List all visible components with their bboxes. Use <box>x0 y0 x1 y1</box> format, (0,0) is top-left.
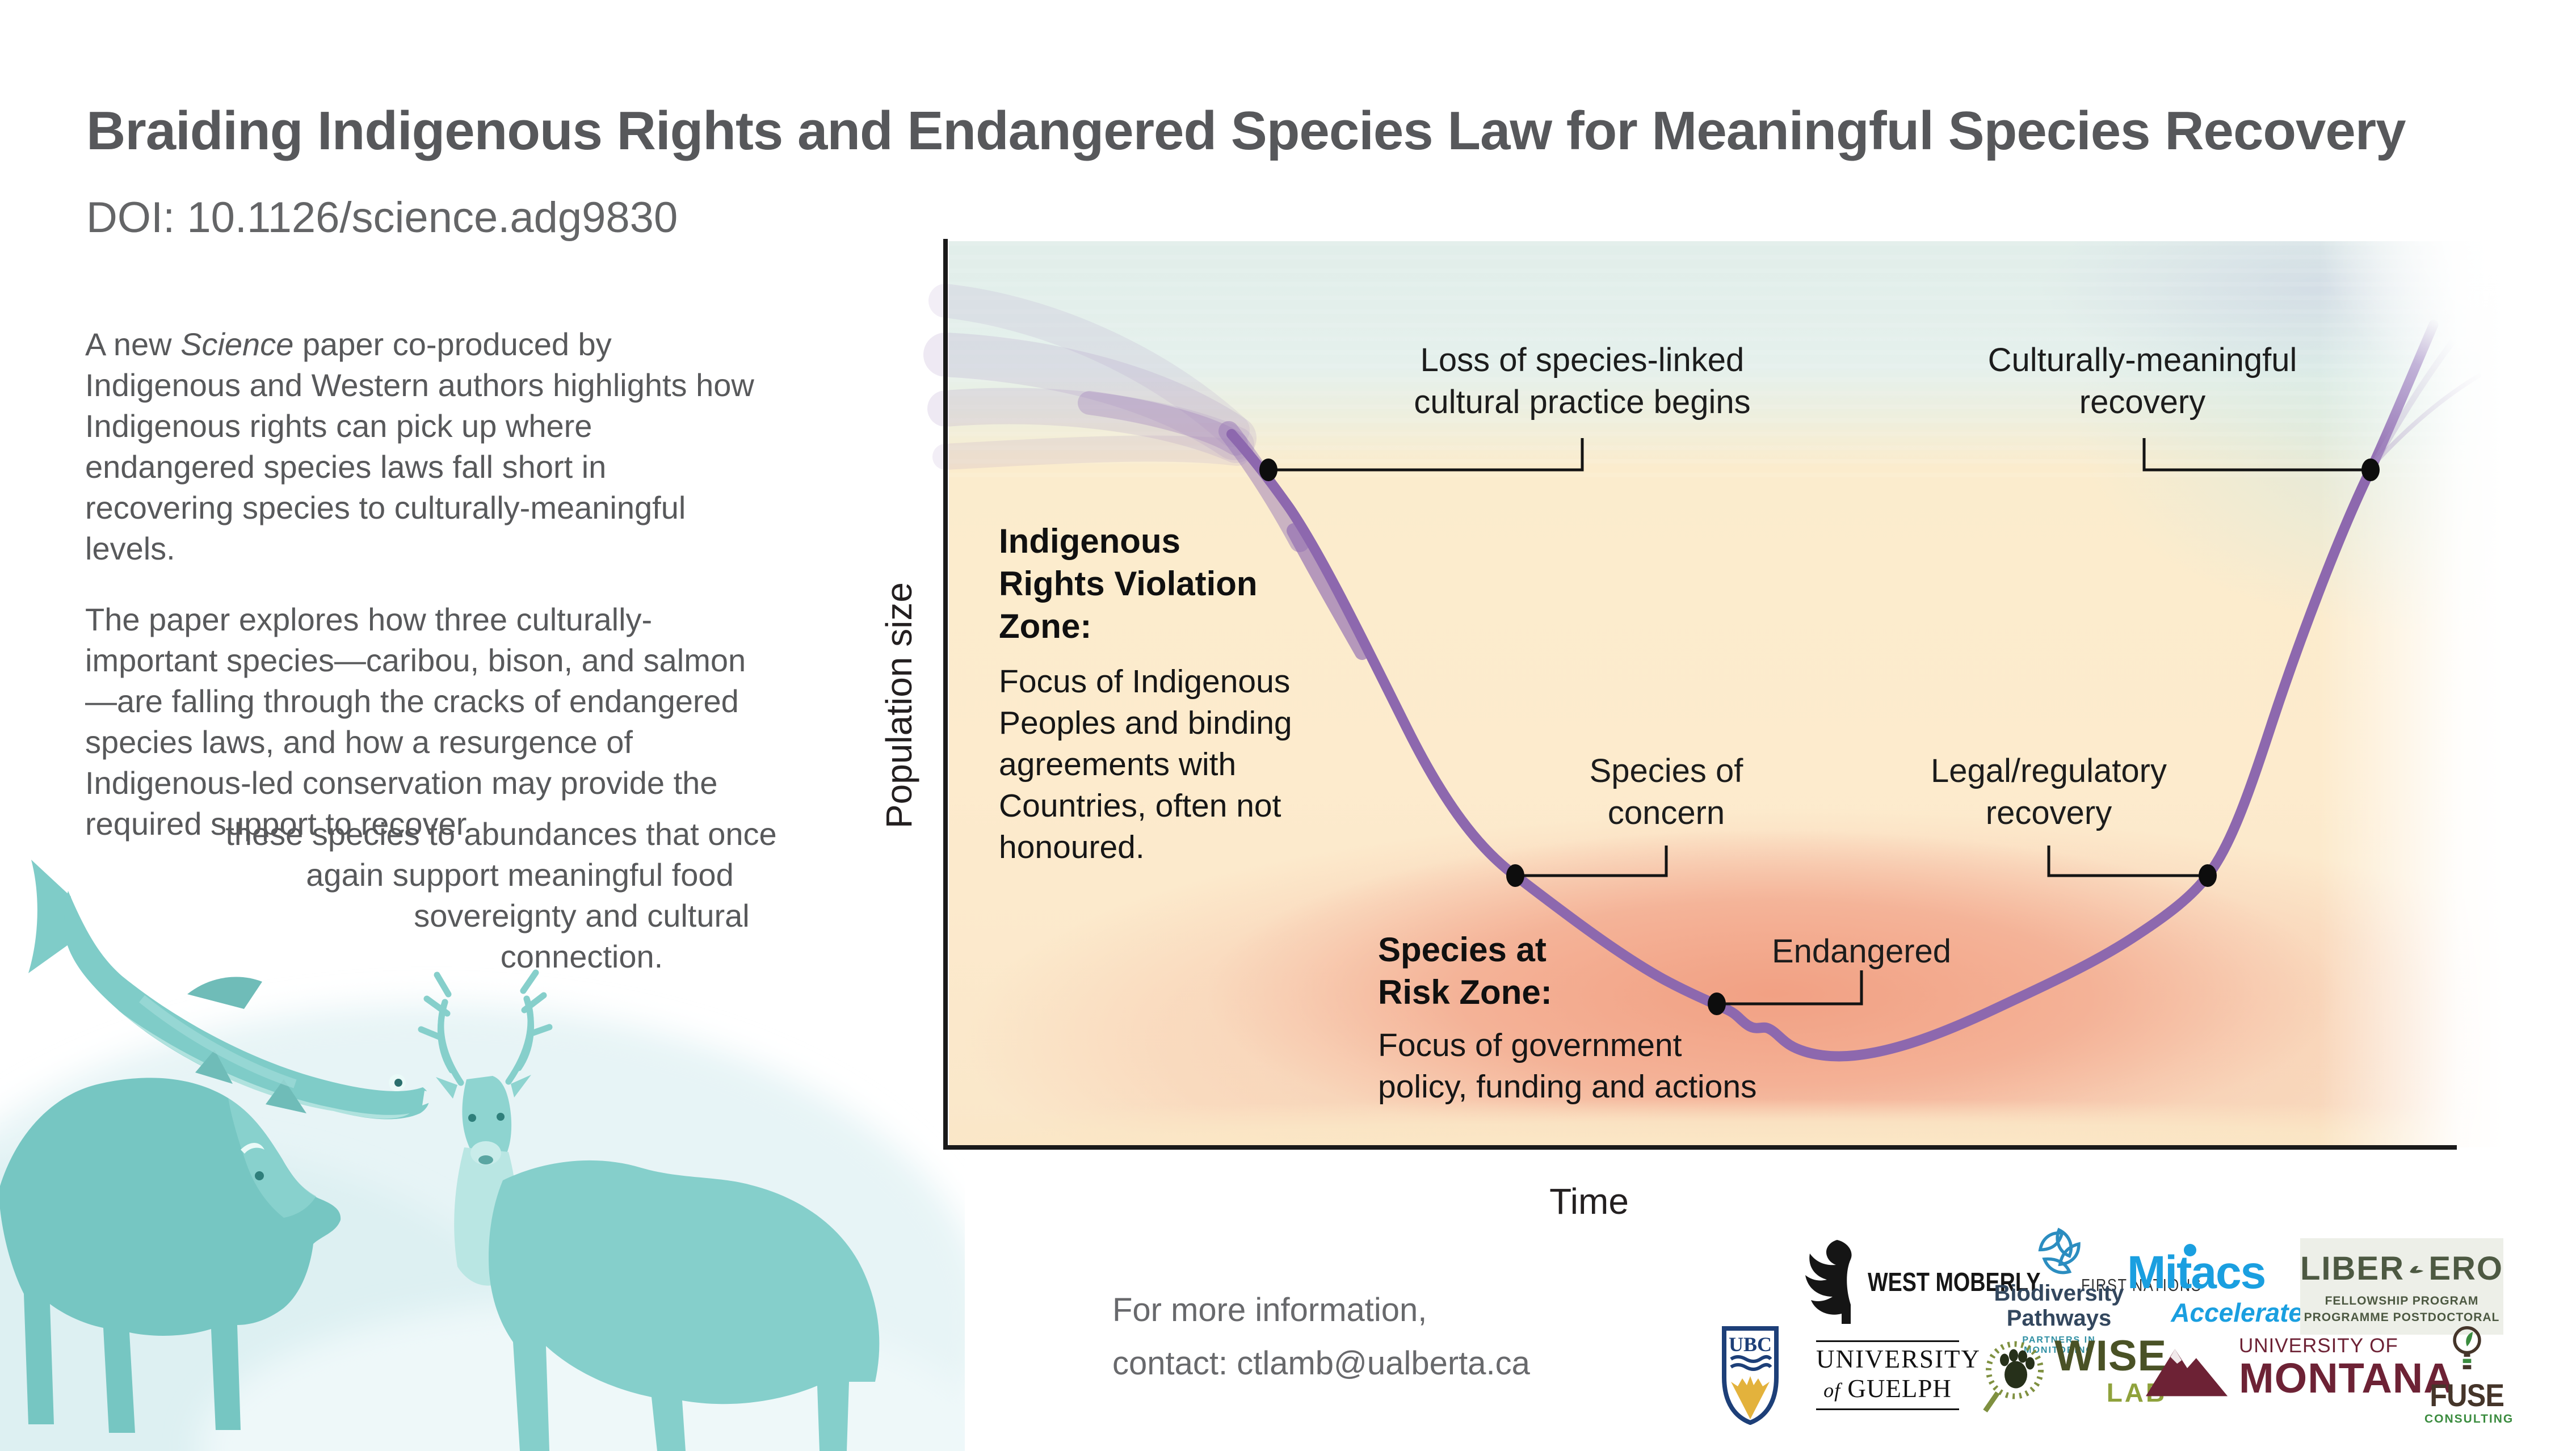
bird-icon <box>2410 1265 2424 1273</box>
logo-biodiversity-pathways: Biodiversity Pathways PARTNERS IN MONITO… <box>1991 1226 2127 1356</box>
salmon-illustration <box>28 860 446 1120</box>
species-at-risk-zone-label: Species at Risk Zone: Focus of governmen… <box>1378 931 1757 1105</box>
chart-background-fade <box>949 241 2505 1147</box>
intro-paragraph-2-wrap-line: sovereignty and cultural <box>414 898 750 933</box>
shield-icon: UBC <box>1722 1326 1779 1425</box>
logo-university-of-guelph: UNIVERSITY of GUELPH <box>1816 1340 1980 1410</box>
x-axis-label: Time <box>1549 1181 1629 1222</box>
page-title: Braiding Indigenous Rights and Endangere… <box>86 100 2406 161</box>
callout-lines <box>1268 438 2371 1006</box>
curve-dot <box>2361 459 2380 481</box>
intro-paragraph-2-wrap-line: connection. <box>500 939 663 974</box>
svg-text:UBC: UBC <box>1729 1333 1772 1356</box>
logo-fuse-consulting: FUSE CONSULTING <box>2424 1323 2512 1426</box>
logo-ubc: UBC <box>1721 1325 1780 1428</box>
p1-suffix: paper co-produced by Indigenous and West… <box>85 326 754 566</box>
intro-paragraph-2-wrap-line: these species to abundances that once <box>225 816 777 852</box>
curve-fade-tip <box>2365 319 2481 475</box>
mitacs-dot-icon <box>2184 1244 2196 1256</box>
callout-legal <box>2047 846 2208 877</box>
partner-logos: WEST MOBERLY FIRST NATIONS Biodiversity … <box>1703 1220 2576 1451</box>
curve-dot <box>2199 864 2217 887</box>
intro-paragraph-1: A new Science paper co-produced by Indig… <box>85 324 755 569</box>
intro-paragraph-2: The paper explores how three culturally-… <box>85 602 746 842</box>
y-axis-label: Population size <box>879 582 919 829</box>
population-curve <box>1226 429 2376 1062</box>
journal-name: Science <box>180 326 294 362</box>
logo-university-of-montana: UNIVERSITY OF MONTANA <box>2142 1332 2455 1402</box>
callout-recovery <box>2142 438 2371 472</box>
annotation-legal-regulatory-recovery: Legal/regulatory recovery <box>1931 752 2167 831</box>
contact-line-1: For more information, <box>1112 1292 1427 1328</box>
indigenous-rights-violation-zone-label: Indigenous Rights Violation Zone: Focus … <box>999 522 1292 865</box>
bear-paw-icon <box>1983 1341 2044 1413</box>
logo-mitacs: Mitacs Accelerate <box>2127 1244 2303 1328</box>
curve-dot <box>1259 459 1278 481</box>
bison-illustration <box>0 1078 341 1433</box>
callout-concern <box>1515 846 1668 877</box>
doi-text: DOI: 10.1126/science.adg9830 <box>86 194 678 242</box>
contact-info: For more information, contact: ctlamb@ua… <box>1112 1284 1530 1390</box>
logo-west-moberly: WEST MOBERLY FIRST NATIONS <box>1802 1236 2228 1328</box>
contact-line-2: contact: ctlamb@ualberta.ca <box>1112 1344 1530 1382</box>
annotation-culturally-meaningful-recovery: Culturally-meaningful recovery <box>1987 342 2297 420</box>
caribou-illustration <box>418 969 880 1451</box>
annotation-species-of-concern: Species of concern <box>1589 752 1743 831</box>
p1-prefix: A new <box>85 326 181 362</box>
mountain-icon <box>2145 1349 2228 1397</box>
callout-loss <box>1268 438 1584 472</box>
logo-wise-lab: WISE LAB <box>1982 1328 2167 1416</box>
curve-dot <box>1506 864 1524 887</box>
curve-dots <box>1259 459 2380 1015</box>
logo-liber-ero: LIBER ERO FELLOWSHIP PROGRAM PROGRAMME P… <box>2300 1238 2503 1335</box>
population-curve-figure <box>923 239 2481 1150</box>
lightbulb-plant-icon <box>2453 1326 2481 1369</box>
annotation-endangered: Endangered <box>1771 933 1952 970</box>
leaf-icon <box>2038 1227 2081 1275</box>
chart-axes <box>943 239 2457 1150</box>
braid-band <box>923 284 1369 660</box>
intro-paragraph-2-wrap-line: again support meaningful food <box>306 857 734 893</box>
caribou-antlers <box>418 969 553 1086</box>
callout-endangered <box>1717 970 1863 1006</box>
curve-dot <box>1708 992 1726 1015</box>
species-illustrations <box>0 860 965 1451</box>
swan-icon <box>1805 1240 1852 1324</box>
annotation-loss-of-cultural-practice: Loss of species-linked cultural practice… <box>1414 342 1751 420</box>
